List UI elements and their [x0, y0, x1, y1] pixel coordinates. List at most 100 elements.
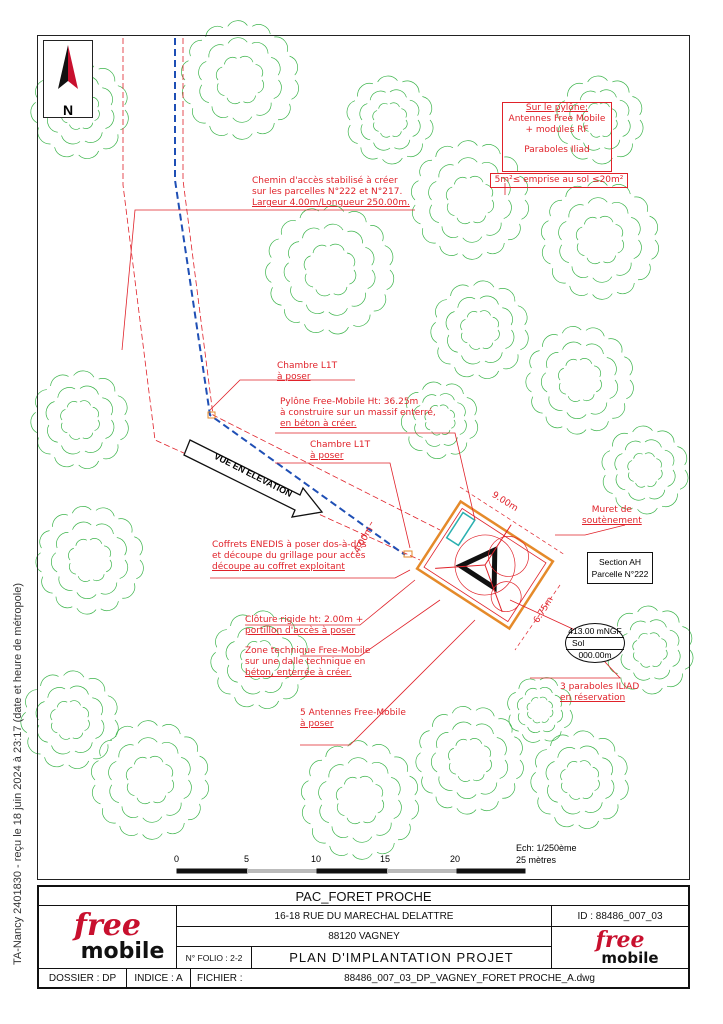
tree-scallop — [301, 804, 311, 825]
tree-scallop — [568, 204, 584, 218]
scale-tick-5: 5 — [244, 854, 250, 864]
tree-scallop — [82, 432, 94, 439]
tree-scallop — [335, 786, 343, 801]
tree-scallop — [331, 826, 349, 838]
tree-scallop — [633, 453, 643, 459]
tree-scallop — [165, 764, 174, 777]
network-cable — [174, 38, 406, 556]
tree-scallop — [628, 492, 646, 501]
tree-scallop — [611, 202, 629, 214]
tree-scallop — [104, 545, 111, 558]
tree-scallop — [95, 507, 115, 517]
tree-scallop — [30, 102, 38, 123]
site-id: ID : 88486_007_03 — [552, 906, 688, 927]
tree-scallop — [626, 379, 634, 400]
tree-scallop — [540, 372, 548, 393]
tree-scallop — [570, 147, 588, 160]
tree-scallop — [107, 695, 118, 716]
tree-scallop — [271, 57, 281, 76]
tree-scallop — [649, 489, 666, 500]
tree-scallop — [682, 626, 693, 646]
tree-scallop — [56, 701, 68, 708]
tree-scallop — [662, 610, 680, 623]
tree-scallop — [59, 734, 71, 740]
tree-scallop — [409, 775, 419, 796]
tree-scallop — [300, 659, 309, 681]
tree-scallop — [569, 285, 588, 296]
tree-scallop — [373, 294, 387, 312]
tree-scallop — [486, 759, 492, 773]
tree-scallop — [284, 309, 301, 323]
tree-scallop — [325, 745, 344, 758]
tree-scallop — [633, 652, 639, 662]
tree-scallop — [120, 419, 129, 441]
tree-scallop — [149, 755, 164, 763]
tree-scallop — [566, 761, 578, 768]
tree-scallop — [425, 439, 441, 447]
tree-scallop — [103, 134, 119, 150]
logo-cell-right: free mobile — [552, 927, 688, 969]
tree-scallop — [198, 61, 207, 81]
tree-scallop — [389, 89, 407, 98]
tree-scallop — [632, 640, 638, 651]
tree-scallop — [620, 654, 631, 671]
tree-scallop — [651, 239, 659, 260]
tree-scallop — [95, 523, 114, 535]
tree-scallop — [376, 842, 395, 855]
tree-scallop — [210, 652, 218, 673]
tree-scallop — [539, 696, 548, 701]
tree-scallop — [601, 450, 611, 471]
tree-scallop — [661, 638, 667, 648]
tree-scallop — [629, 620, 646, 631]
tree-scallop — [119, 825, 138, 836]
tree-scallop — [450, 284, 469, 297]
tree-scallop — [599, 89, 617, 98]
chambre-l1t-2 — [403, 550, 413, 558]
tree-scallop — [318, 781, 327, 801]
tree-scallop — [92, 574, 105, 581]
address: 16-18 RUE DU MARECHAL DELATTRE — [177, 906, 552, 927]
tree-scallop — [562, 341, 582, 350]
tree-scallop — [482, 144, 501, 155]
tree-scallop — [58, 576, 73, 591]
mobile-logo: mobile — [601, 949, 659, 967]
tree-scallop — [603, 255, 616, 264]
tree-scallop — [262, 672, 274, 679]
tree-scallop — [679, 469, 689, 490]
tree-scallop — [187, 803, 201, 821]
tree-scallop — [103, 444, 119, 460]
tree-scallop — [582, 792, 594, 799]
tree-scallop — [616, 262, 632, 276]
tree-scallop — [95, 719, 105, 739]
tree-scallop — [54, 147, 74, 158]
tree-scallop — [142, 833, 163, 840]
north-label: N — [62, 102, 74, 118]
tree-scallop — [241, 662, 248, 674]
tree-scallop — [430, 752, 438, 773]
tree-scallop — [68, 547, 74, 561]
tree-scallop — [411, 180, 419, 201]
title-block: free mobile PAC_FORET PROCHE 16-18 RUE D… — [37, 885, 690, 989]
tree-scallop — [181, 757, 191, 776]
tree-scallop — [304, 273, 314, 288]
tree-scallop — [346, 817, 361, 825]
tree-scallop — [525, 372, 532, 393]
tree-scallop — [386, 269, 395, 291]
tree-scallop — [259, 640, 271, 646]
tree-scallop — [603, 804, 619, 820]
tree-scallop — [415, 752, 422, 773]
tree-scallop — [457, 402, 466, 417]
tree-scallop — [478, 370, 500, 379]
tree-scallop — [268, 238, 279, 258]
pylon-box-line: + modules RF — [525, 125, 589, 135]
tree-scallop — [92, 697, 103, 716]
tree-scallop — [181, 60, 189, 81]
tree-scallop — [283, 262, 290, 283]
tree-scallop — [438, 164, 454, 178]
tree-scallop — [606, 357, 617, 376]
tree-scallop — [582, 394, 595, 401]
tree-scallop — [494, 329, 500, 341]
tree-scallop — [217, 677, 231, 695]
